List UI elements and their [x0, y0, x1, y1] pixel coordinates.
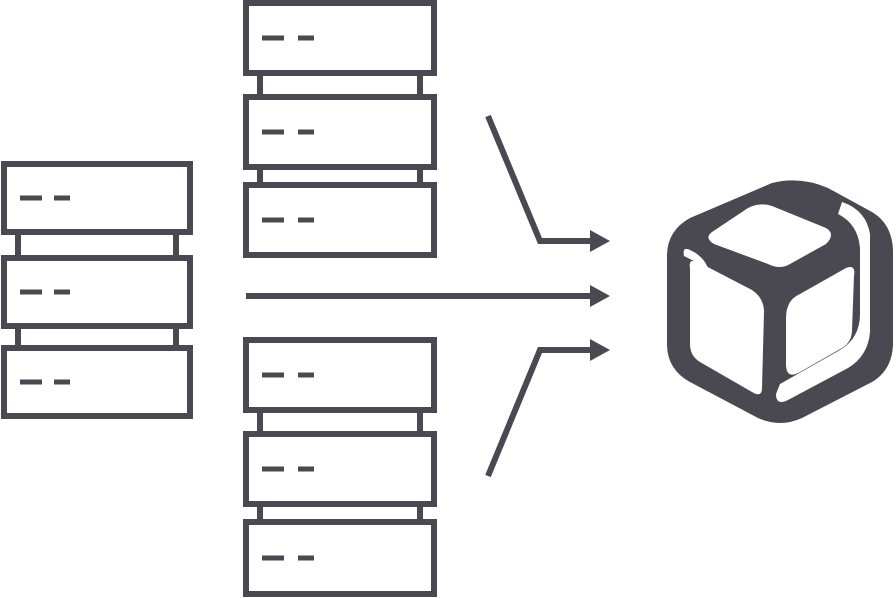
server-connector	[257, 70, 423, 100]
server-connector	[15, 323, 179, 351]
server-unit	[243, 519, 437, 597]
arrow-middle	[246, 285, 610, 307]
arrow-top	[485, 114, 610, 252]
server-stack-top	[243, 0, 437, 258]
cube-icon	[667, 180, 893, 423]
server-stack-bottom	[243, 337, 437, 597]
indicator-dashes	[20, 195, 70, 385]
server-stack-left	[1, 161, 193, 419]
indicator-dashes	[262, 35, 314, 223]
server-connector	[15, 229, 179, 261]
arrow-bottom	[485, 339, 610, 478]
indicator-dashes	[262, 372, 314, 561]
server-connector	[257, 407, 423, 437]
